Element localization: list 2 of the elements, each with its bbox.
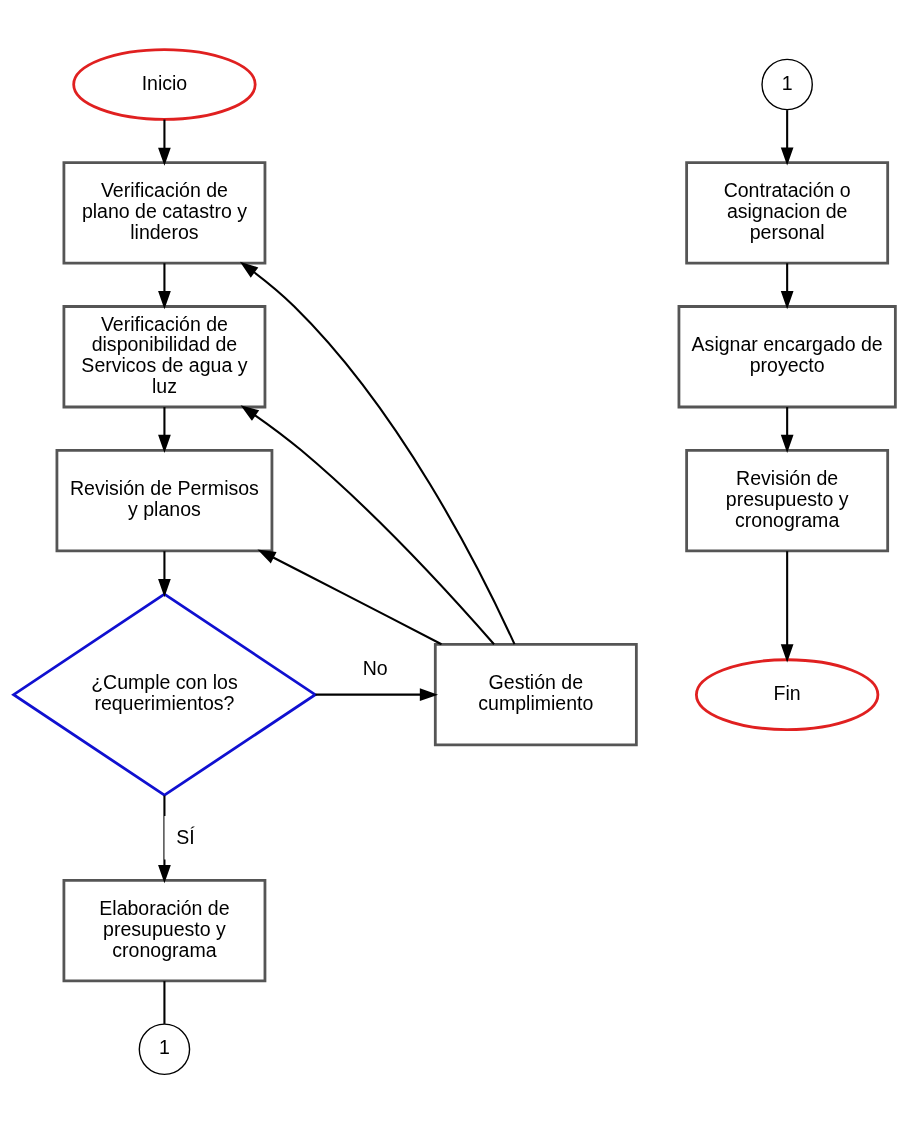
edge-label: No: [362, 656, 388, 679]
edge-label: SÍ: [176, 825, 195, 848]
